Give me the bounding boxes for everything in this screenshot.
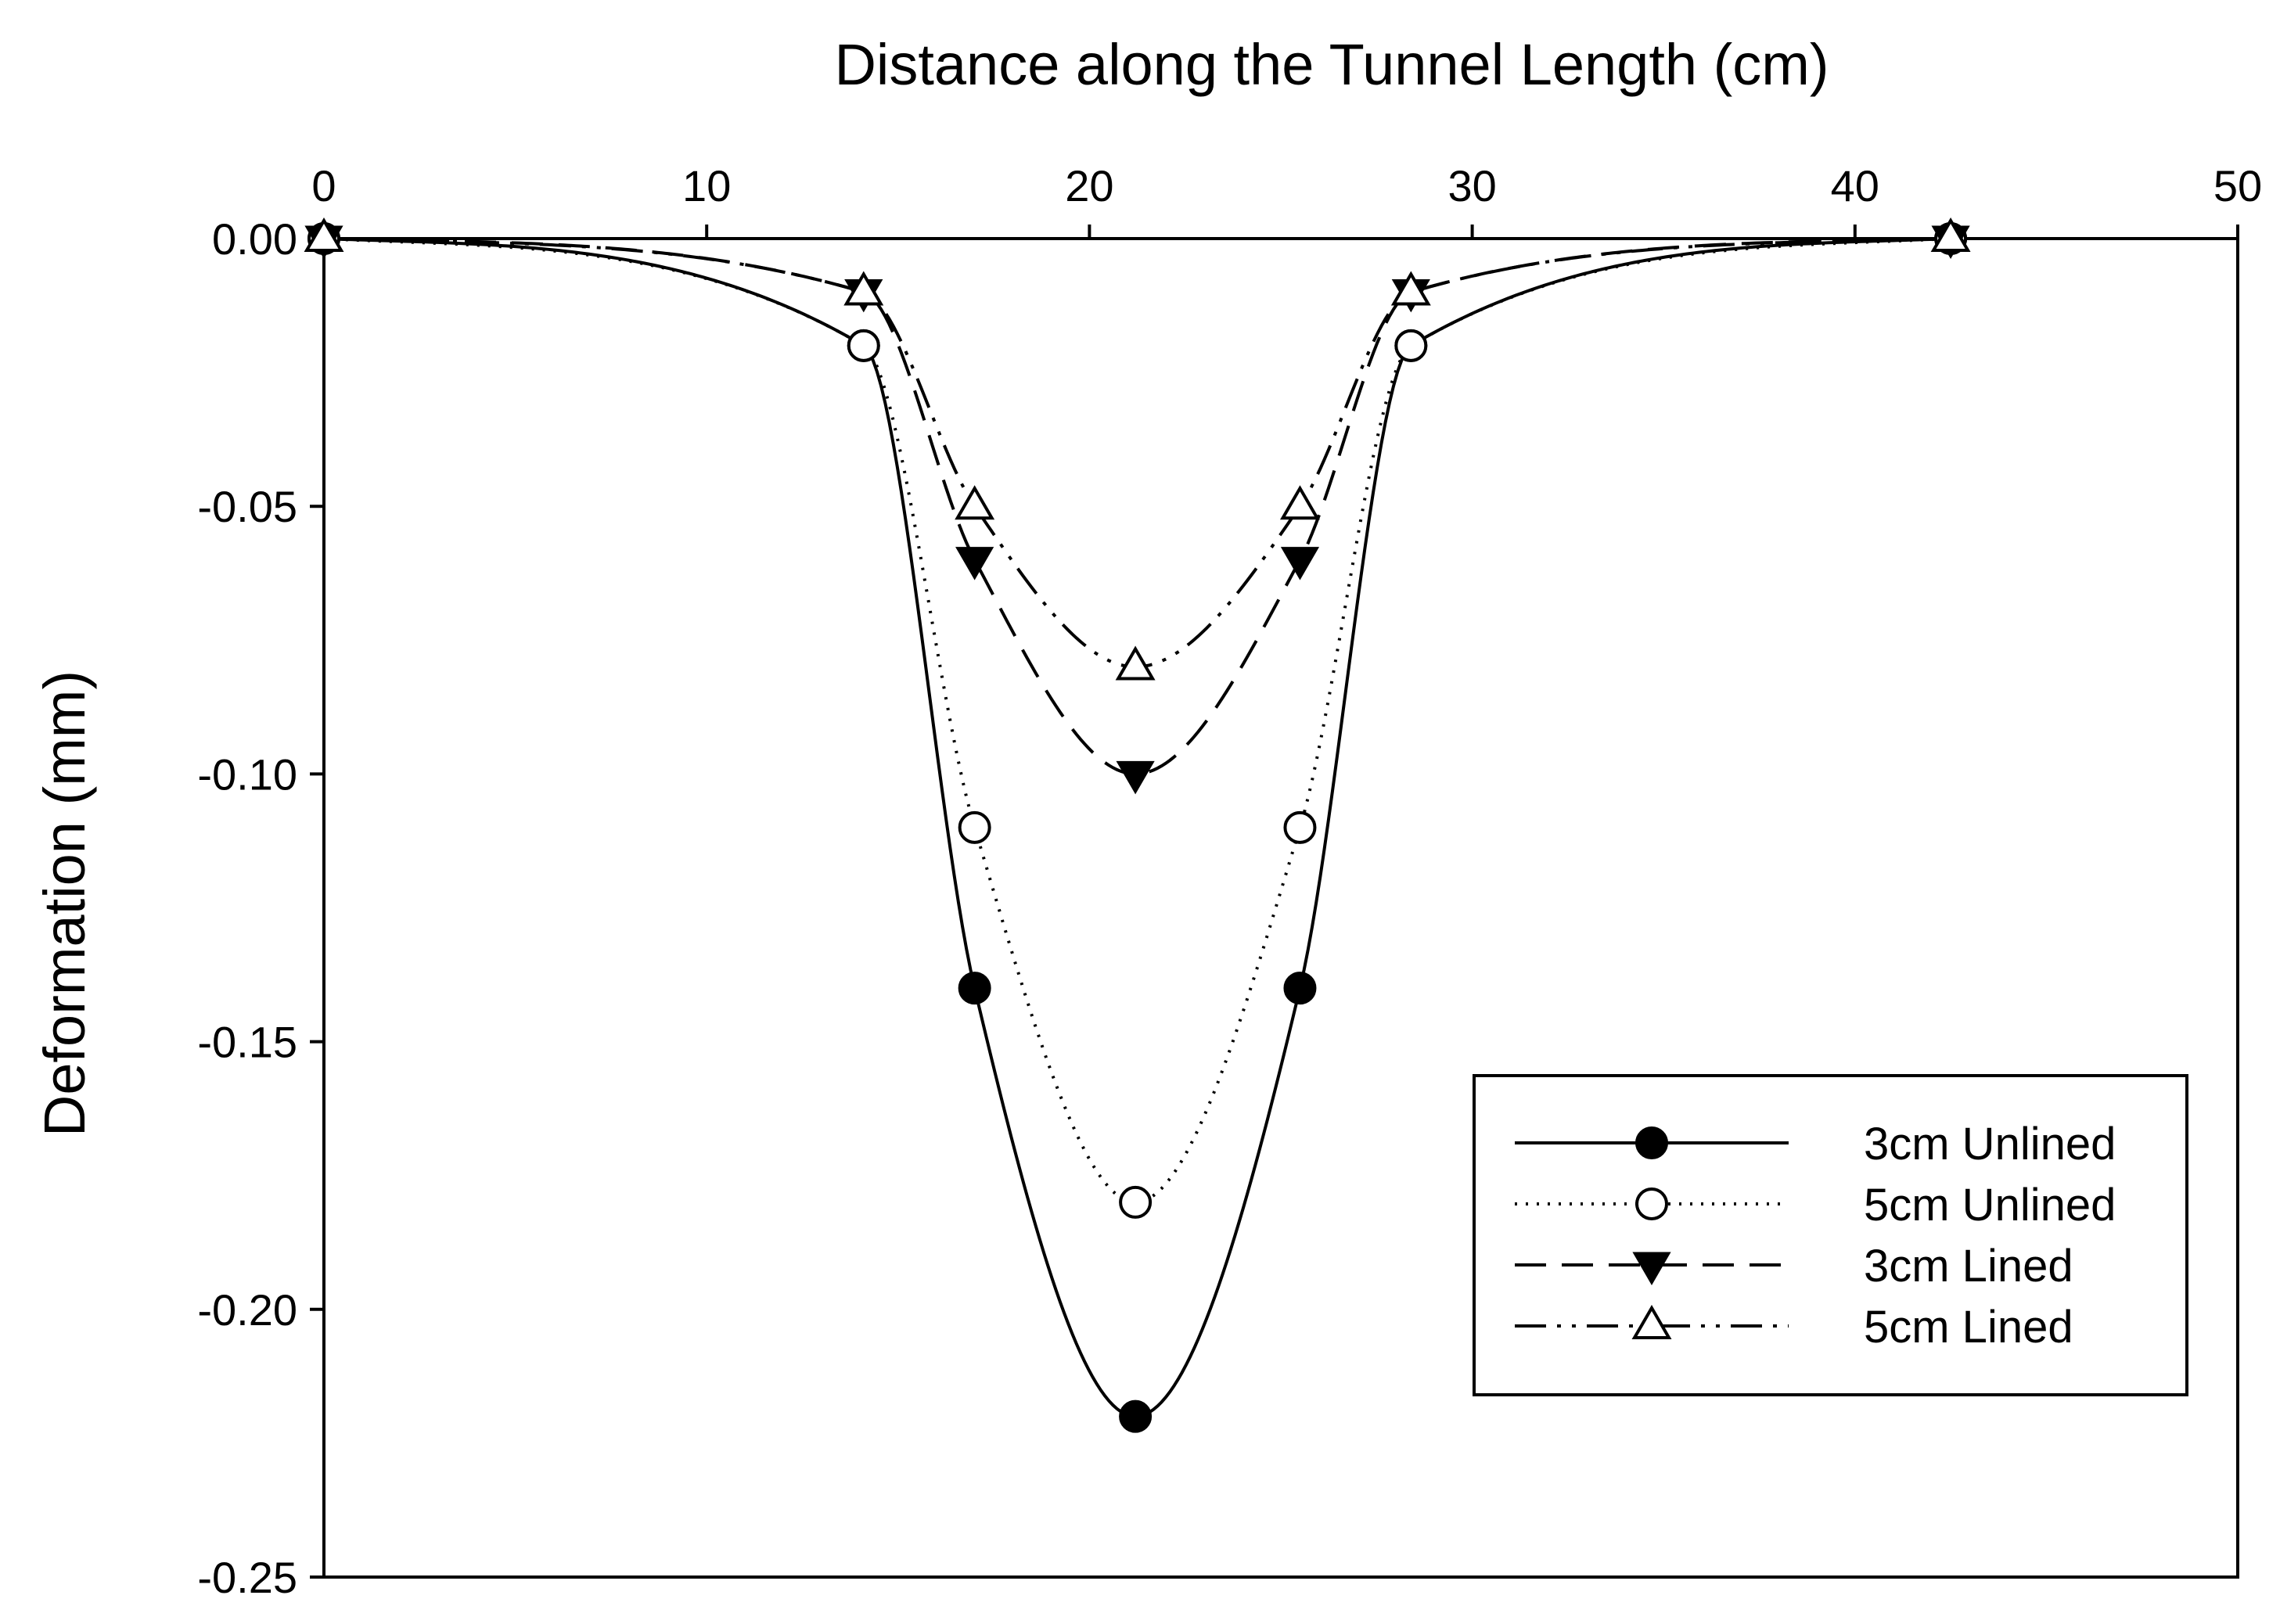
- data-point: [1280, 547, 1320, 580]
- data-point: [1283, 810, 1317, 844]
- series-line-5cm-unlined: [324, 239, 1951, 1204]
- data-point: [1930, 217, 1971, 252]
- data-point: [1116, 760, 1155, 795]
- series-markers-5cm-unlined: [307, 222, 1968, 1219]
- legend-box: [1473, 1074, 2188, 1396]
- plot-area: 0 10 20 30 40 50 0.00 -0.05 -0.10 -0.15 -0.20 -0.25…: [197, 161, 2262, 1602]
- x-tick-label: 10: [682, 161, 731, 210]
- y-tick-label: 0.00: [212, 214, 297, 264]
- y-axis-title: Deformation (mm): [32, 670, 97, 1137]
- x-axis-title: Distance along the Tunnel Length (cm): [834, 32, 1829, 97]
- legend-label: 5cm Unlined: [1864, 1180, 2116, 1231]
- data-point: [955, 485, 995, 520]
- y-tick-label: -0.05: [197, 482, 297, 531]
- data-point: [1119, 1185, 1153, 1219]
- y-tick-label: -0.20: [197, 1285, 297, 1335]
- legend-marker-5cm-unlined: [1635, 1187, 1668, 1220]
- x-tick-label: 0: [311, 161, 336, 210]
- y-tick-label: -0.10: [197, 749, 297, 799]
- data-point: [958, 972, 991, 1005]
- data-point: [304, 217, 344, 252]
- data-point: [958, 810, 991, 844]
- series-line-3cm-lined: [324, 239, 1951, 776]
- data-point: [1390, 271, 1431, 306]
- y-tick-label: -0.25: [197, 1553, 297, 1602]
- y-tick-label: -0.15: [197, 1018, 297, 1067]
- legend-label: 5cm Lined: [1864, 1302, 2073, 1353]
- plot-frame: [322, 237, 2239, 1579]
- data-point: [847, 329, 880, 362]
- series-markers-3cm-lined: [304, 225, 1970, 795]
- data-point: [1119, 1399, 1153, 1433]
- x-tick-label: 30: [1447, 161, 1496, 210]
- legend-marker-3cm-lined: [1632, 1252, 1671, 1285]
- x-tick-label: 20: [1065, 161, 1113, 210]
- legend-label: 3cm Lined: [1864, 1241, 2073, 1292]
- x-tick-label: 50: [2213, 161, 2262, 210]
- data-point: [843, 271, 884, 306]
- series-markers-5cm-lined: [304, 217, 1971, 681]
- x-tick-label: 40: [1831, 161, 1879, 210]
- legend-marker-3cm-unlined: [1635, 1126, 1668, 1159]
- data-point: [1394, 329, 1428, 362]
- legend: 3cm Unlined 5cm Unlined 3cm Lined 5cm Lined: [1473, 1074, 2188, 1396]
- series-line-5cm-lined: [324, 239, 1951, 669]
- data-point: [1279, 485, 1320, 520]
- legend-label: 3cm Unlined: [1864, 1119, 2116, 1169]
- data-point: [955, 547, 994, 580]
- data-point: [1283, 972, 1317, 1005]
- data-point: [1115, 645, 1156, 681]
- legend-marker-5cm-lined: [1631, 1305, 1672, 1339]
